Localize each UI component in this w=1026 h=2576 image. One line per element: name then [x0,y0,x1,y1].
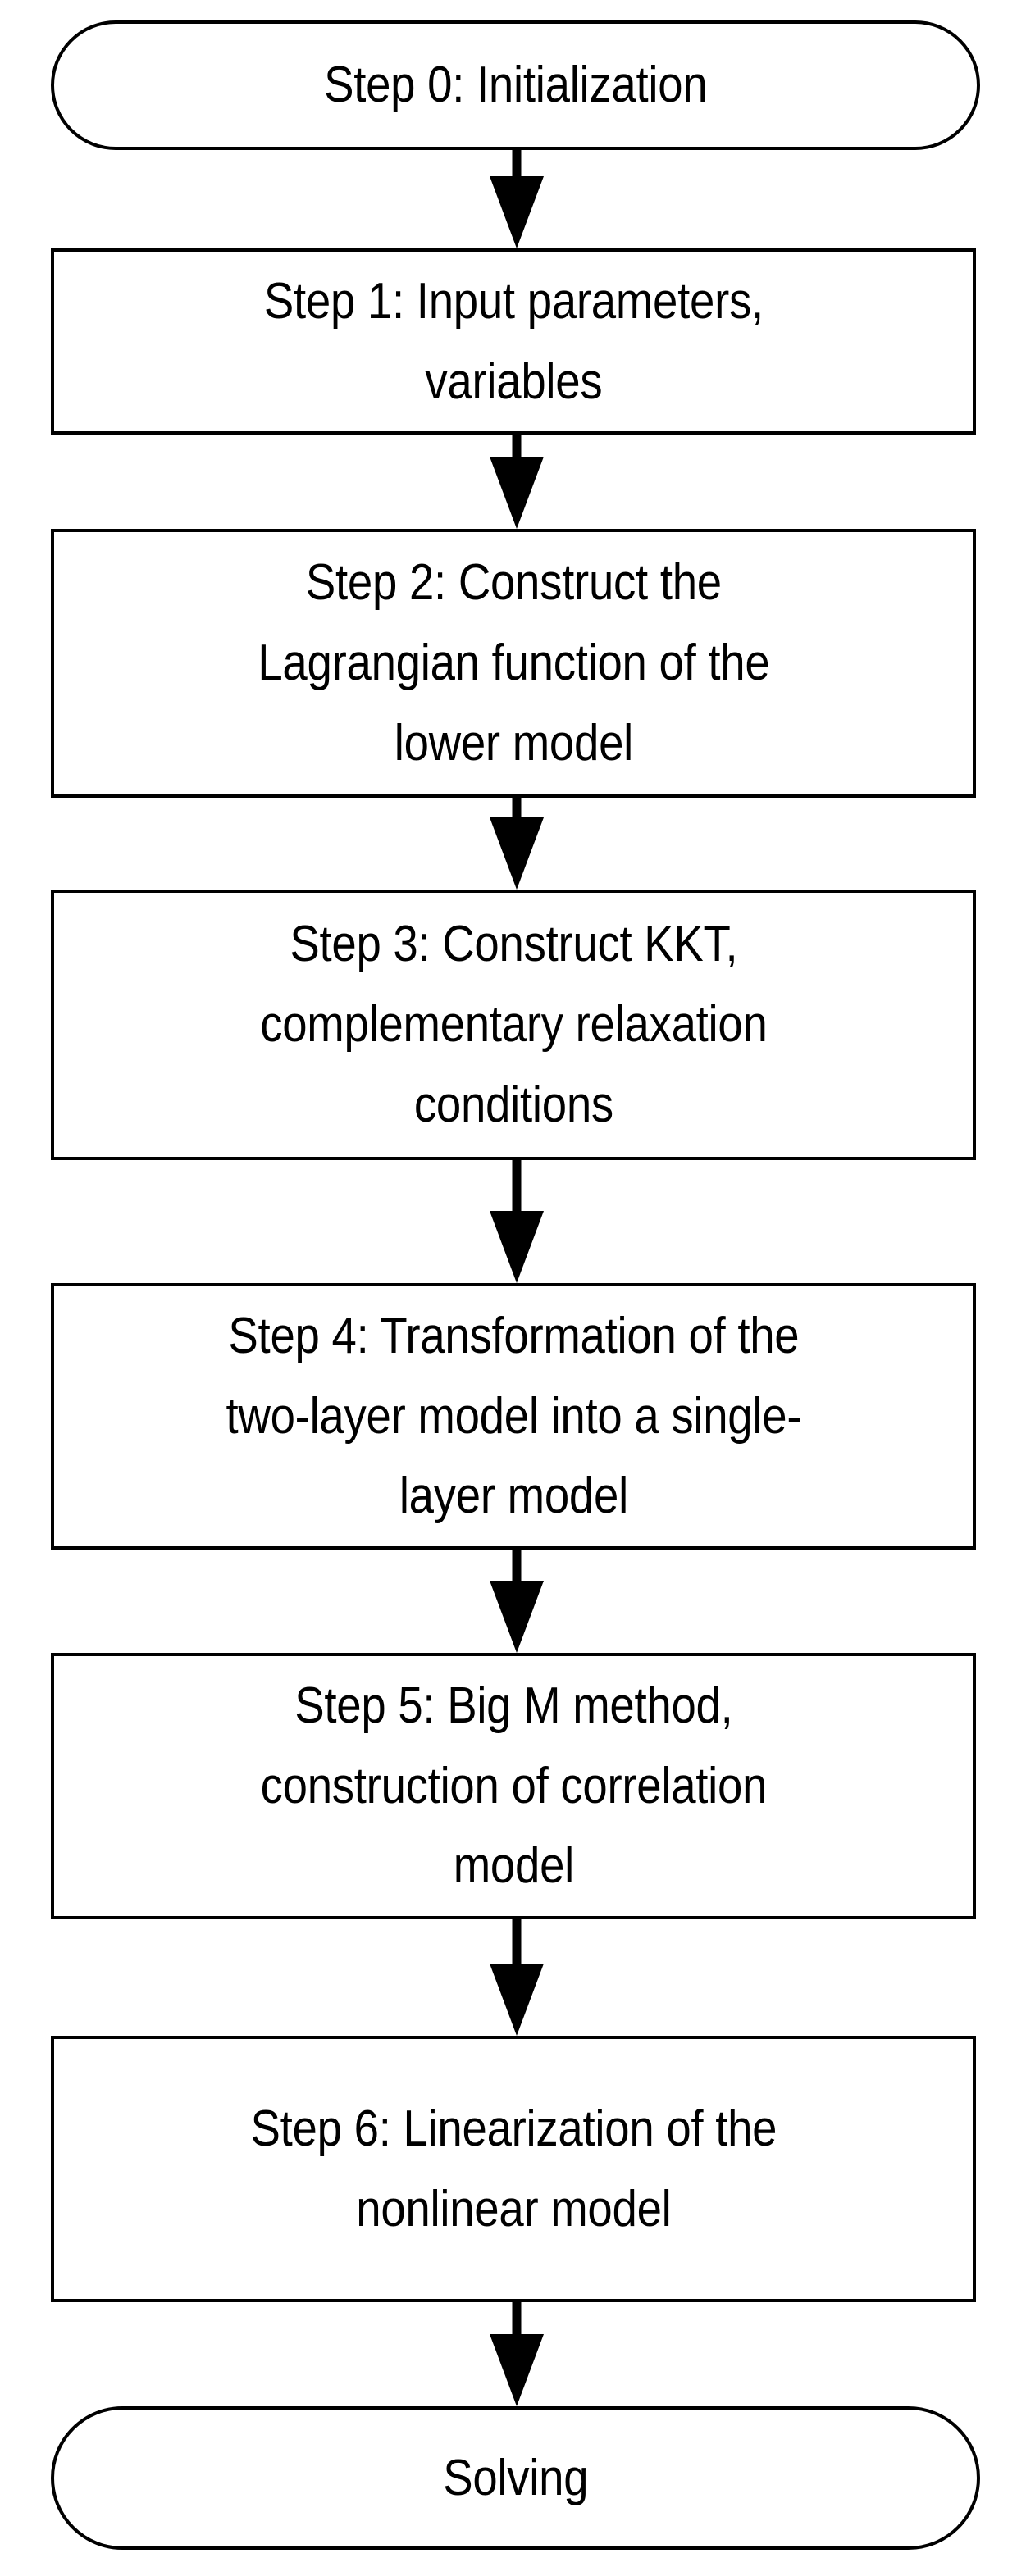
flow-arrow-step0-step1 [485,150,549,248]
arrow-shaft [512,1550,522,1581]
flow-node-step4[interactable]: Step 4: Transformation of the two-layer … [51,1283,976,1550]
flow-arrow-step3-step4 [485,1160,549,1283]
flow-node-step0[interactable]: Step 0: Initialization [51,20,980,150]
arrow-shaft [512,1919,522,1964]
arrow-head [490,2334,544,2406]
flow-node-label: Step 4: Transformation of the two-layer … [226,1307,801,1525]
flow-node-step5[interactable]: Step 5: Big M method, construction of co… [51,1653,976,1919]
flow-node-label: Step 0: Initialization [323,57,708,114]
arrow-shaft [512,798,522,817]
flow-node-label: Step 3: Construct KKT, complementary rel… [259,916,768,1133]
arrow-head [490,176,544,248]
arrow-shaft [512,435,522,457]
flow-node-label: Solving [442,2449,589,2506]
arrow-head [490,1964,544,2036]
flow-node-step2[interactable]: Step 2: Construct the Lagrangian functio… [51,529,976,798]
arrow-shaft [512,150,522,176]
arrow-shaft [512,2302,522,2334]
flow-node-label: Step 6: Linearization of the nonlinear m… [250,2100,777,2237]
arrow-head [490,457,544,529]
flow-node-label: Step 5: Big M method, construction of co… [260,1677,767,1895]
flow-node-solving[interactable]: Solving [51,2406,980,2550]
flow-node-label: Step 2: Construct the Lagrangian functio… [257,554,770,771]
arrow-head [490,1211,544,1283]
flow-arrow-step5-step6 [485,1919,549,2036]
flow-node-step6[interactable]: Step 6: Linearization of the nonlinear m… [51,2036,976,2302]
flow-arrow-step2-step3 [485,798,549,890]
flow-node-label: Step 1: Input parameters, variables [263,272,764,410]
flow-arrow-step4-step5 [485,1550,549,1653]
arrow-shaft [512,1160,522,1211]
flow-arrow-step1-step2 [485,435,549,529]
flow-node-step1[interactable]: Step 1: Input parameters, variables [51,248,976,435]
flow-arrow-step6-solving [485,2302,549,2406]
flow-node-step3[interactable]: Step 3: Construct KKT, complementary rel… [51,890,976,1160]
arrow-head [490,817,544,890]
arrow-head [490,1581,544,1653]
